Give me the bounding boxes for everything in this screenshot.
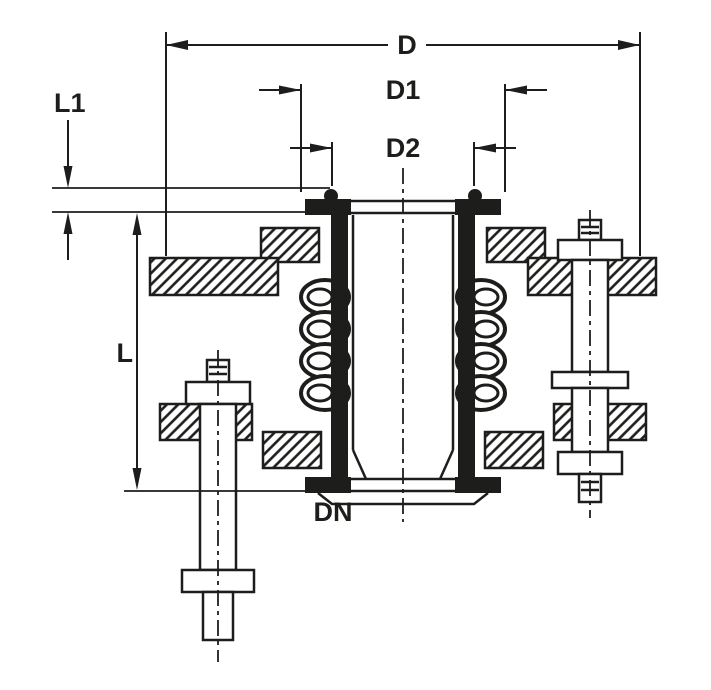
dimension-d1: D1 [259,75,547,192]
arrowhead [166,40,188,50]
arrowhead [474,143,496,153]
flange-section [261,430,323,470]
top-collar-left [305,199,351,215]
bottom-collar-right [455,477,501,493]
dimension-label-d2: D2 [386,133,421,163]
arrowhead [132,468,142,490]
convolution [472,351,500,371]
bolt-right [550,210,630,518]
bellows-wall-left [331,212,348,482]
dimension-label-d: D [397,30,417,60]
dimension-l1: L1 [52,88,330,260]
sealing-bead-right [468,189,482,203]
arrowhead [63,212,73,234]
convolution [306,351,334,371]
flange-section [259,226,321,264]
arrowhead [132,213,142,235]
top-collar-right [455,199,501,215]
dimension-label-l1: L1 [54,88,86,118]
convolution [306,383,334,403]
arrowhead [618,40,640,50]
arrowhead [63,166,73,188]
flange-upper-left [148,226,321,297]
arrowhead [310,143,332,153]
inner-taper-right [438,449,455,480]
flange-section [485,226,547,264]
dimension-label-l: L [117,338,134,368]
convolution [306,319,334,339]
label-dn-group: DN [314,497,353,527]
dimension-label-dn: DN [314,497,353,527]
dimension-d2: D2 [290,133,516,186]
bellows-assembly [299,168,507,522]
bottom-collar-left [305,477,351,493]
bolt-left [180,350,256,662]
dimension-label-d1: D1 [386,75,421,105]
flange-section [148,256,280,297]
dimension-l: L [117,213,305,492]
flange-section [483,430,545,470]
inner-taper-left [351,449,368,480]
arrowhead [279,85,301,95]
sealing-bead-left [324,189,338,203]
convolution [472,287,500,307]
convolution [306,287,334,307]
bellows-wall-right [458,212,475,482]
dimension-d: D [165,30,641,256]
convolution [472,319,500,339]
convolution [472,383,500,403]
arrowhead [505,85,527,95]
